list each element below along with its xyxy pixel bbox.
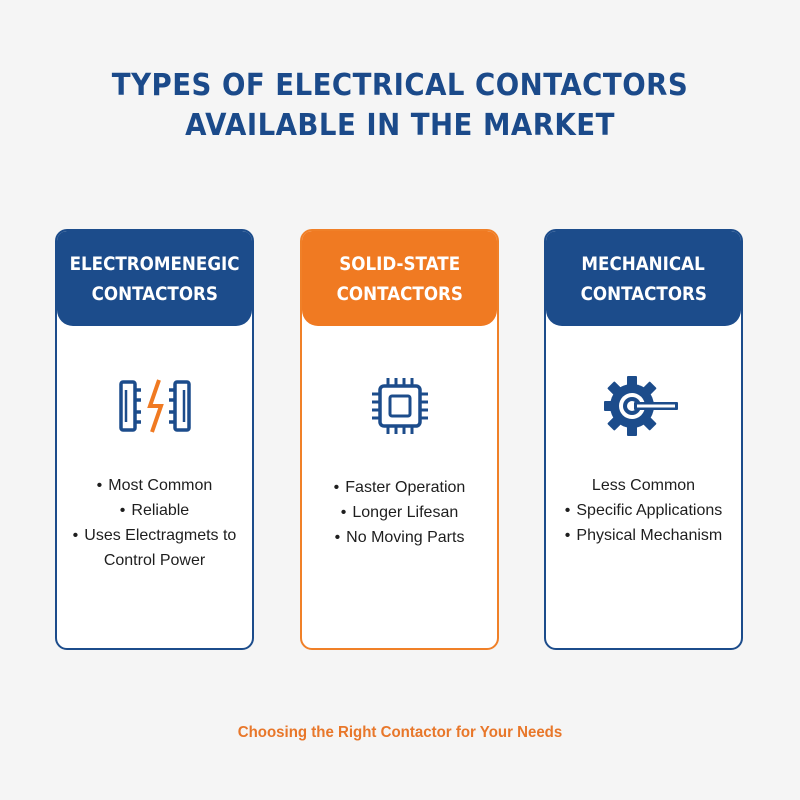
microchip-icon — [371, 378, 428, 434]
card-header: ELECTROMENEGIC CONTACTORS — [57, 231, 252, 326]
card-header-line-1: SOLID-STATE — [339, 252, 460, 275]
card-header-line-1: MECHANICAL — [581, 252, 706, 275]
list-item: Uses Electragmets to — [57, 523, 252, 548]
feature-list: Less Common Specific Applications Physic… — [546, 473, 741, 548]
card-header-line-2: CONTACTORS — [91, 282, 218, 305]
electromagnetic-coil-icon — [118, 379, 191, 433]
list-item: Less Common — [591, 477, 696, 494]
list-item: Physical Mechanism — [546, 523, 741, 548]
footer-tagline: Choosing the Right Contactor for Your Ne… — [237, 724, 563, 741]
card-header-line-2: CONTACTORS — [336, 282, 463, 305]
list-item: Specific Applications — [546, 498, 741, 523]
card-mechanical: MECHANICAL CONTACTORS Less Common — [544, 229, 743, 650]
card-solid-state: SOLID-STATE CONTACTORS Faster Operation … — [300, 229, 499, 650]
page-title: TYPES OF ELECTRICAL CONTACTORS AVAILABLE… — [32, 66, 768, 146]
gear-lever-icon — [603, 376, 678, 436]
list-item: Longer Lifesan — [302, 500, 497, 525]
card-header-line-2: CONTACTORS — [580, 282, 707, 305]
feature-list: Most Common Reliable Uses Electragmets t… — [57, 473, 252, 573]
list-item: Faster Operation — [302, 475, 497, 500]
feature-list: Faster Operation Longer Lifesan No Movin… — [302, 475, 497, 550]
list-item: Control Power — [103, 552, 206, 569]
list-item: Reliable — [57, 498, 252, 523]
list-item: Most Common — [57, 473, 252, 498]
card-header: MECHANICAL CONTACTORS — [546, 231, 741, 326]
card-electromagnetic: ELECTROMENEGIC CONTACTORS Most Common Re… — [55, 229, 254, 650]
card-header: SOLID-STATE CONTACTORS — [302, 231, 497, 326]
title-line-2: AVAILABLE IN THE MARKET — [185, 108, 615, 143]
card-header-line-1: ELECTROMENEGIC — [69, 252, 240, 275]
list-item: No Moving Parts — [302, 525, 497, 550]
title-line-1: TYPES OF ELECTRICAL CONTACTORS — [111, 68, 689, 103]
